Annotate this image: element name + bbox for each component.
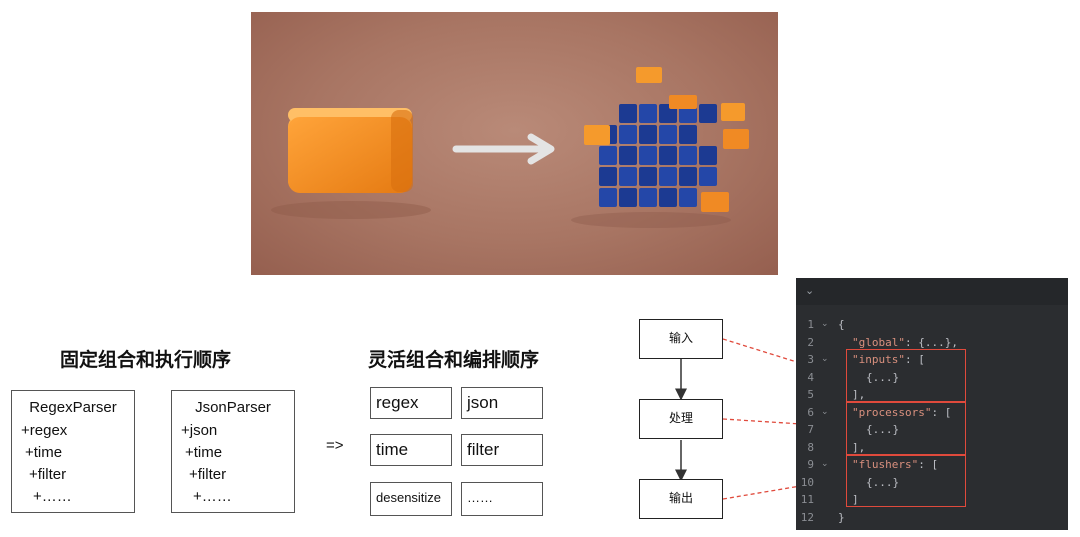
fold-chevron-icon[interactable]: ⌄ (821, 459, 829, 469)
regex-parser-title: RegexParser (29, 399, 117, 416)
code-line: {...} (866, 423, 900, 436)
code-line: ], (852, 440, 866, 454)
flexible-combination-heading: 灵活组合和编排顺序 (368, 349, 540, 371)
blue-block (679, 167, 697, 186)
plugin-box-desensitize: desensitize (370, 482, 452, 516)
plugin-box-time: time (370, 434, 452, 466)
processors-highlight-box (846, 402, 966, 455)
orange-fragments (584, 67, 749, 212)
regex-parser-box: RegexParser +regex +time +filter +…… (11, 390, 135, 513)
blue-block (619, 146, 637, 165)
line-number: 7 (807, 423, 814, 436)
blue-block (619, 167, 637, 186)
transform-arrow (452, 133, 555, 165)
blue-block (659, 167, 677, 186)
flow-step-input: 输入 (639, 319, 723, 359)
dashed-link-inputs (722, 338, 849, 379)
json-parser-line: +json (181, 422, 218, 439)
flushers-highlight-box (846, 455, 966, 507)
plugin-box-regex: regex (370, 387, 452, 419)
transition-arrow-label: => (326, 437, 344, 454)
code-line: {...} (866, 370, 900, 384)
blue-block (639, 188, 657, 207)
json-parser-box: JsonParser +json +time +filter +…… (171, 390, 295, 513)
blue-block-cluster (599, 104, 717, 207)
big-cube-shadow (271, 201, 431, 219)
line-number: 9 (807, 458, 814, 471)
blue-block (659, 146, 677, 165)
regex-parser-line: +…… (33, 488, 72, 505)
cube-decomposition-graphic (271, 67, 749, 228)
line-number: 5 (807, 388, 814, 401)
blue-block (619, 188, 637, 207)
blue-block (639, 104, 657, 123)
code-line: "global": {...}, (852, 335, 958, 349)
line-number: 3 (807, 353, 814, 366)
blue-block (699, 167, 717, 186)
small-cubes-shadow (571, 212, 731, 228)
regex-parser-line: +time (25, 444, 63, 461)
fold-chevron-icon[interactable]: ⌄ (821, 406, 829, 417)
code-line: ], (852, 388, 866, 401)
chevron-down-icon[interactable]: ⌄ (805, 285, 815, 297)
blue-block (659, 125, 677, 144)
blue-block (619, 125, 637, 144)
blue-block (639, 146, 657, 165)
blue-block (699, 146, 717, 165)
plugin-box-filter: filter (461, 434, 543, 466)
blue-block (659, 188, 677, 207)
fold-chevron-icon[interactable]: ⌄ (821, 319, 829, 329)
code-line: { (838, 318, 845, 331)
blue-block (699, 104, 717, 123)
solid-orange-cube (288, 108, 413, 193)
line-number: 6 (807, 405, 814, 419)
plugin-box-json: json (461, 387, 543, 419)
code-line: "processors": [ (852, 405, 952, 419)
json-config-editor[interactable]: ⌄ 1 ⌄ {2 "global": {...}, 3 ⌄ "inputs": [ 4 {...… (796, 278, 1068, 530)
code-line: "inputs": [ (852, 353, 925, 366)
blue-block (679, 188, 697, 207)
blue-block (599, 146, 617, 165)
json-parser-line: +time (185, 444, 223, 461)
json-parser-line: +filter (189, 466, 227, 483)
json-parser-title: JsonParser (195, 399, 271, 416)
code-line: } (838, 510, 845, 524)
plugin-box-more: …… (461, 482, 543, 516)
line-number: 11 (800, 493, 814, 506)
blue-block (599, 188, 617, 207)
code-line: "flushers": [ (852, 458, 939, 471)
blue-block (599, 167, 617, 186)
code-line: ] (852, 493, 859, 506)
flow-connectors (675, 359, 687, 482)
json-parser-line: +…… (193, 488, 232, 505)
line-number: 12 (800, 510, 814, 524)
flow-step-process: 处理 (639, 399, 723, 439)
line-number: 2 (807, 335, 814, 349)
blue-block (639, 125, 657, 144)
regex-parser-line: +filter (29, 466, 67, 483)
fixed-combination-heading: 固定组合和执行顺序 (60, 349, 232, 371)
blue-block (619, 104, 637, 123)
line-number: 8 (807, 440, 814, 454)
line-number: 4 (807, 370, 814, 384)
blue-block (679, 125, 697, 144)
line-number: 10 (800, 475, 814, 489)
flow-step-output: 输出 (639, 479, 723, 519)
blue-block (679, 146, 697, 165)
fold-chevron-icon[interactable]: ⌄ (821, 354, 829, 364)
line-number: 1 (807, 318, 814, 331)
editor-header: ⌄ (796, 278, 1068, 305)
blue-block (639, 167, 657, 186)
code-line: {...} (866, 475, 900, 489)
regex-parser-line: +regex (21, 422, 68, 439)
inputs-highlight-box (846, 349, 966, 402)
hero-illustration (251, 12, 778, 275)
